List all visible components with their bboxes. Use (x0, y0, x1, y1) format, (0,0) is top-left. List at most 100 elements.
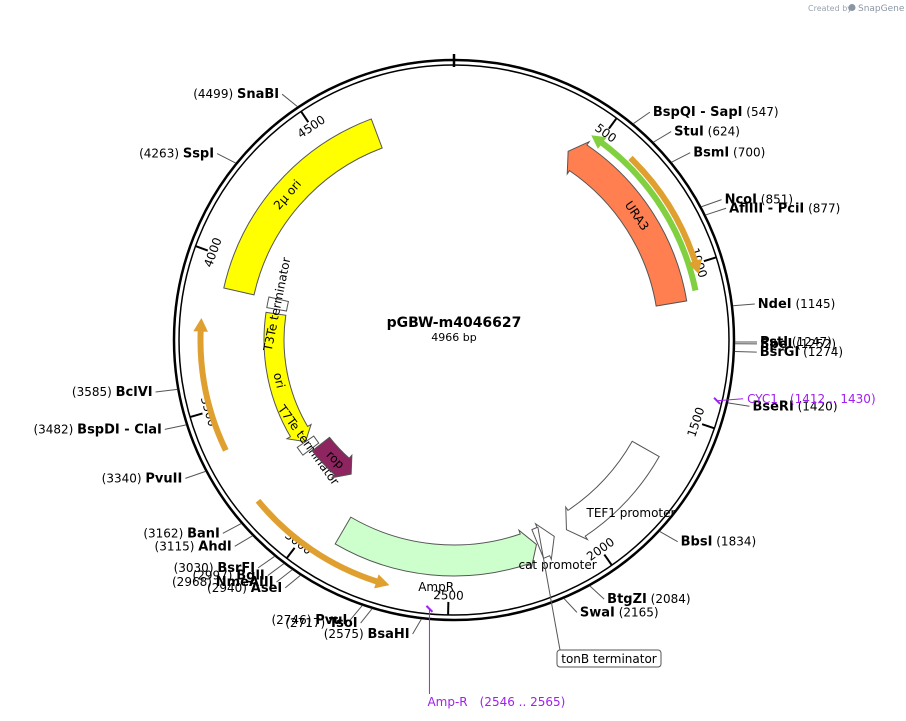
primer-range: (1412 .. 1430) (790, 392, 876, 406)
site-position: (3340) (102, 471, 146, 485)
site-name: BsmI (693, 146, 729, 161)
site-bspqi[interactable]: BspQI - SapI (547) (653, 105, 779, 120)
site-asei[interactable]: (2940) AseI (207, 581, 282, 596)
site-bseri[interactable]: BseRI (1420) (752, 399, 837, 414)
primer-name: CYC1 (747, 392, 778, 406)
feature-bottom-span[interactable] (255, 498, 390, 589)
site-tsoi[interactable]: (2717) TsoI (285, 616, 357, 631)
feature-ura3-primer-span[interactable] (591, 135, 699, 292)
feature-ura3[interactable] (566, 140, 688, 307)
primer-leader (717, 398, 744, 402)
feature-label-cat-promoter: cat promoter (518, 558, 596, 572)
site-position: (851) (757, 193, 793, 207)
site-name: - PciI (763, 201, 804, 216)
site-leader (164, 424, 187, 430)
site-bsrgi[interactable]: BsrGI (1274) (760, 345, 843, 360)
tick-label: 1500 (684, 405, 707, 438)
site-sspi[interactable]: (4263) SspI (139, 147, 214, 162)
feature-2-ori[interactable] (223, 118, 383, 296)
site-bsrfi[interactable]: (3030) BsrFI (174, 561, 256, 576)
site-spei[interactable]: SpeI (1252) (760, 337, 836, 352)
site-btgzi[interactable]: BtgZI (2084) (607, 592, 690, 607)
tick-mark (300, 110, 310, 123)
site-bgli[interactable]: (2997) BglI (193, 569, 265, 584)
feature-tef1-promoter[interactable] (565, 440, 660, 541)
site-snabi[interactable]: (4499) SnaBI (193, 87, 279, 102)
site-leader (412, 618, 422, 635)
site-leader (281, 93, 298, 108)
tick-label: 4500 (295, 112, 328, 141)
site-position: (3482) (33, 422, 77, 436)
site-name: PvuI (315, 613, 347, 628)
site-leader (727, 402, 750, 407)
site-position: (3585) (72, 385, 116, 399)
site-position: (1834) (712, 535, 756, 549)
site-nmeaiii[interactable]: (2968) NmeAIII (172, 575, 274, 590)
tick-mark (701, 423, 715, 430)
site-swai[interactable]: SwaI (2165) (580, 605, 659, 620)
site-bsahi[interactable]: (2575) BsaHI (324, 627, 410, 642)
site-position: (1145) (792, 297, 836, 311)
feature-cat-promoter[interactable] (531, 522, 555, 562)
tonb-terminator-box (556, 649, 662, 668)
site-afliii[interactable]: AflIII - PciI (877) (729, 201, 840, 216)
site-name: BglI (236, 569, 265, 584)
site-leader (734, 351, 757, 353)
site-pvui[interactable]: (2746) PvuI (271, 613, 347, 628)
feature-left-span[interactable] (193, 317, 229, 452)
site-name: AflIII (729, 201, 763, 216)
feature-ampr[interactable] (334, 516, 538, 577)
site-leader (705, 207, 727, 216)
feature-t3te-terminator[interactable] (266, 296, 290, 312)
site-leader (216, 153, 236, 164)
site-name: PstI (760, 335, 788, 350)
site-leader (659, 531, 678, 543)
site-ndei[interactable]: NdeI (1145) (758, 297, 836, 312)
site-name: BspDI (77, 422, 120, 437)
site-psti[interactable]: PstI (1247) (760, 335, 832, 350)
site-leader (185, 470, 206, 479)
primer-amp-r[interactable]: Amp-R(2546 .. 2565) (427, 695, 565, 709)
site-position: (2940) (207, 581, 251, 595)
site-ncoi[interactable]: NcoI (851) (725, 193, 793, 208)
site-name: NcoI (725, 193, 757, 208)
primer-cyc1[interactable]: CYC1 (1412 .. 1430) (747, 392, 876, 406)
site-position: (2575) (324, 627, 368, 641)
site-leader (360, 608, 373, 624)
primers: CYC1 (1412 .. 1430) Amp-R(2546 .. 2565) (425, 392, 876, 709)
feature-t7te-terminator[interactable] (296, 435, 320, 456)
feature-rop[interactable] (311, 436, 353, 479)
feature-ori[interactable] (263, 311, 312, 443)
site-leader (563, 598, 578, 613)
site-position: (2746) (271, 613, 315, 627)
site-position: (877) (804, 201, 840, 215)
site-name: - ClaI (120, 422, 162, 437)
site-bspdi[interactable]: (3482) BspDI - ClaI (33, 422, 161, 437)
site-name: BtgZI (607, 592, 647, 607)
feature-1000-primer-span[interactable] (628, 155, 702, 274)
site-stui[interactable]: StuI (624) (674, 125, 740, 140)
site-position: (4499) (193, 87, 237, 101)
site-leader (732, 303, 755, 307)
site-leader (653, 131, 672, 143)
site-ahdi[interactable]: (3115) AhdI (155, 539, 232, 554)
site-name: BsrFI (217, 561, 255, 576)
snapgene-logo-icon (848, 4, 856, 11)
site-name: BclVI (116, 385, 153, 400)
site-bani[interactable]: (3162) BanI (143, 526, 219, 541)
tonb-terminator-label: tonB terminator (561, 652, 657, 666)
site-pvuii[interactable]: (3340) PvuII (102, 471, 183, 486)
site-position: (2717) (285, 616, 329, 630)
tonb-terminator-callout: tonB terminator (537, 526, 662, 668)
site-position: (2165) (615, 605, 659, 619)
site-leader (267, 563, 285, 576)
site-bclvi[interactable]: (3585) BclVI (72, 385, 153, 400)
site-name: AhdI (198, 539, 231, 554)
site-name: - SapI (696, 105, 743, 120)
site-name: TsoI (329, 616, 358, 631)
tonb-leader (537, 526, 561, 651)
site-bbsi[interactable]: BbsI (1834) (681, 535, 757, 550)
site-position: (700) (729, 146, 765, 160)
site-bsmi[interactable]: BsmI (700) (693, 146, 765, 161)
